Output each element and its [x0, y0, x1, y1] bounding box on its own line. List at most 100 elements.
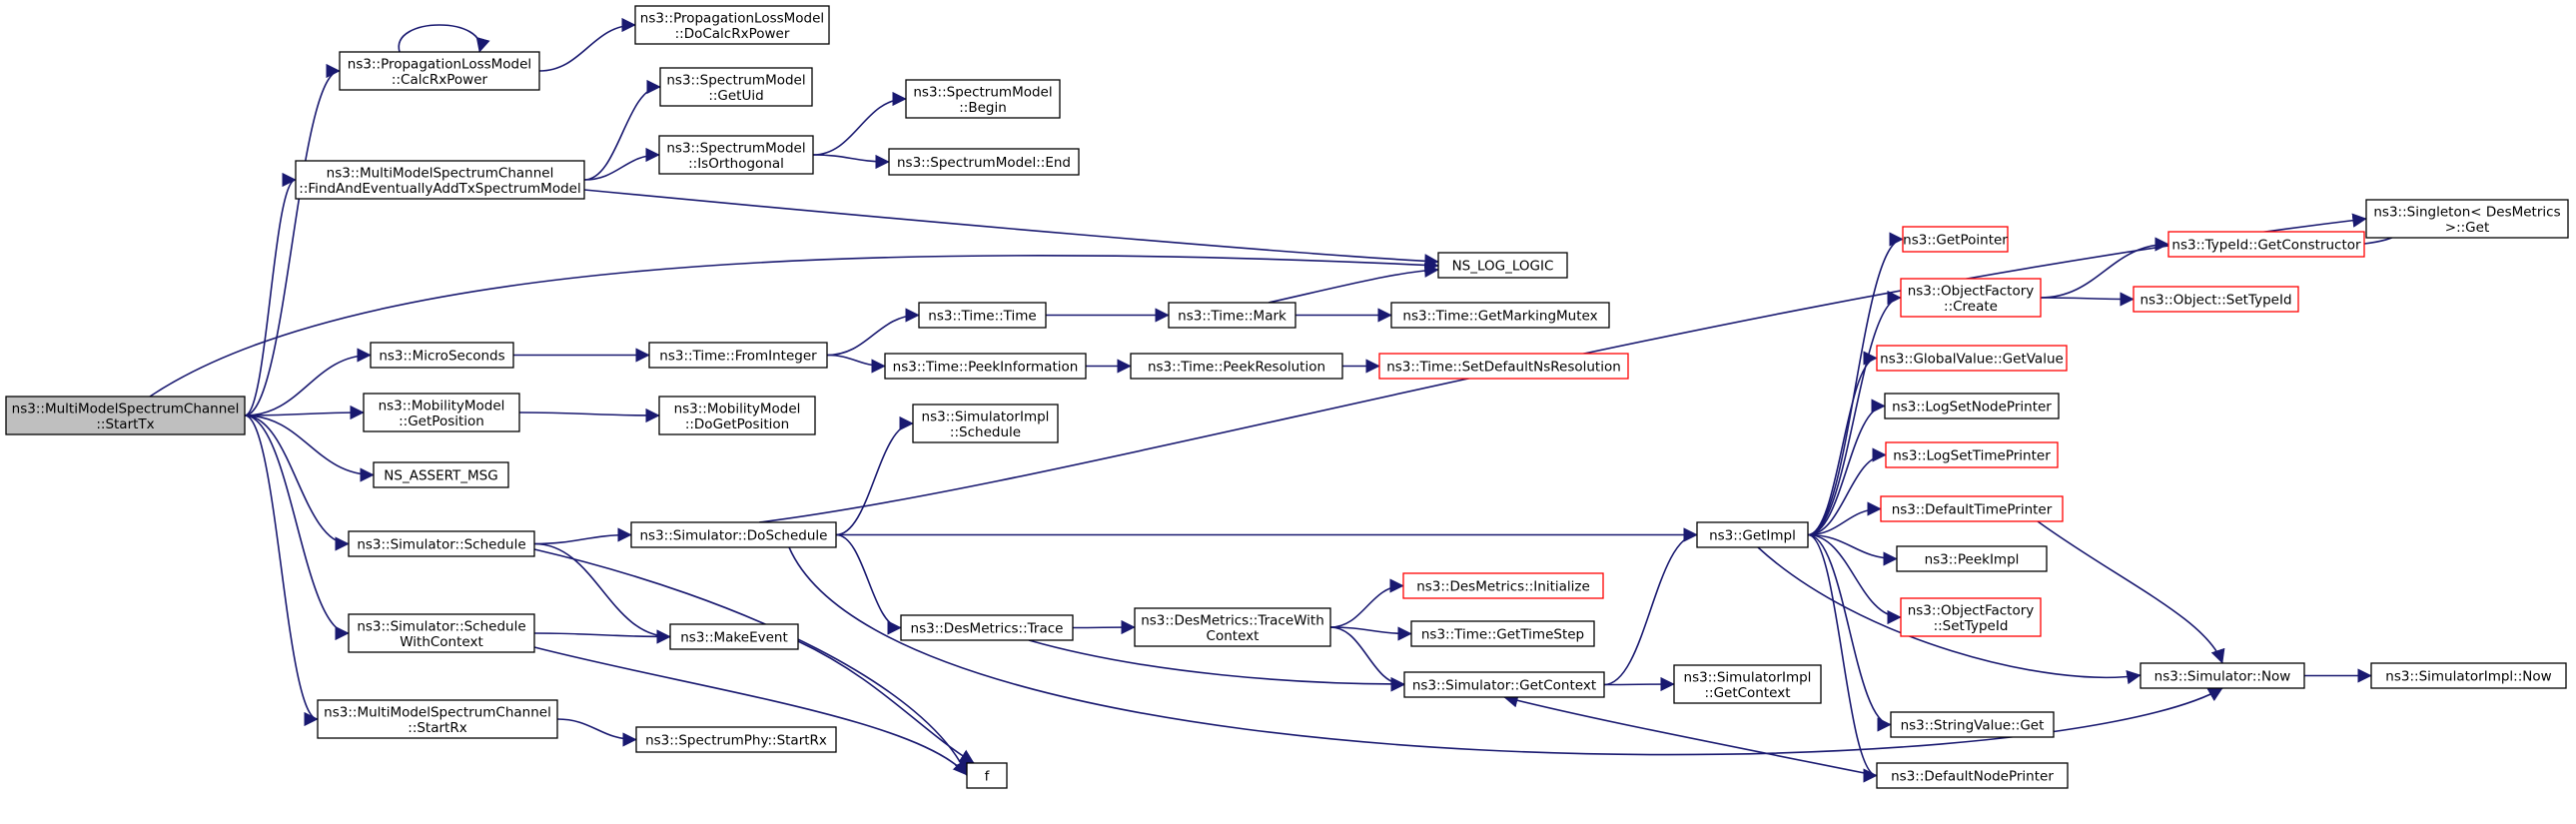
node-label-line: ns3::SpectrumModel::End	[897, 155, 1071, 171]
node-getUid[interactable]: ns3::SpectrumModel::GetUid	[659, 67, 813, 107]
edge-startRx-to-phyStartRx	[556, 718, 637, 747]
node-box	[1402, 572, 1604, 599]
node-label-line: ns3::PeekImpl	[1925, 552, 2020, 568]
node-box	[966, 762, 1008, 789]
node-label-line: ::StartRx	[408, 720, 466, 736]
node-simImplGetCtx[interactable]: ns3::SimulatorImpl::GetContext	[1673, 664, 1822, 704]
node-defNodePrinter[interactable]: ns3::DefaultNodePrinter	[1876, 762, 2069, 789]
node-simNow[interactable]: ns3::Simulator::Now	[2140, 662, 2305, 689]
edge-dmTrace-to-dmTraceCtx	[1072, 619, 1136, 635]
node-box	[669, 623, 799, 650]
node-box	[2370, 662, 2567, 689]
node-objSetTypeId[interactable]: ns3::Object::SetTypeId	[2133, 286, 2299, 313]
node-fNode[interactable]: f	[966, 762, 1008, 789]
node-setDefRes[interactable]: ns3::Time::SetDefaultNsResolution	[1378, 353, 1629, 380]
edge-getImpl-to-getPointer	[1807, 232, 1904, 536]
node-label-line: ns3::MultiModelSpectrumChannel	[327, 165, 554, 181]
node-label-line: ::GetUid	[708, 88, 763, 104]
node-simImplNow[interactable]: ns3::SimulatorImpl::Now	[2370, 662, 2567, 689]
node-smEnd[interactable]: ns3::SpectrumModel::End	[888, 148, 1080, 176]
node-box	[2133, 286, 2299, 313]
node-singletonGet[interactable]: ns3::Singleton< DesMetrics>::Get	[2365, 199, 2569, 239]
node-timeMark[interactable]: ns3::Time::Mark	[1168, 302, 1296, 329]
node-gvGetValue[interactable]: ns3::GlobalValue::GetValue	[1876, 345, 2068, 372]
node-doCalcRx[interactable]: ns3::PropagationLossModel::DoCalcRxPower	[634, 5, 830, 45]
node-logNodePrinter[interactable]: ns3::LogSetNodePrinter	[1884, 393, 2060, 419]
edge-calcRx-to-doCalcRx	[538, 17, 636, 72]
node-nsAssert[interactable]: NS_ASSERT_MSG	[373, 461, 509, 488]
node-box	[370, 342, 514, 369]
node-startRx[interactable]: ns3::MultiModelSpectrumChannel::StartRx	[317, 699, 558, 739]
node-fromInt[interactable]: ns3::Time::FromInteger	[648, 342, 828, 369]
node-label-line: ns3::LogSetTimePrinter	[1893, 448, 2051, 464]
node-label-line: ns3::Time::PeekResolution	[1148, 360, 1325, 376]
node-box	[1896, 545, 2048, 572]
edge-getImpl-to-strGet	[1807, 533, 1892, 732]
node-label-line: ::DoGetPosition	[685, 416, 789, 432]
node-box	[912, 404, 1059, 443]
node-label-line: ns3::Simulator::GetContext	[1412, 678, 1596, 694]
node-label-line: ns3::PropagationLossModel	[348, 56, 531, 72]
node-nsLog[interactable]: NS_LOG_LOGIC	[1437, 252, 1568, 279]
node-micro[interactable]: ns3::MicroSeconds	[370, 342, 514, 369]
edge-timeMark-to-nsLog	[1268, 263, 1439, 304]
node-startTx[interactable]: ns3::MultiModelSpectrumChannel::StartTx	[5, 396, 246, 435]
node-getPointer[interactable]: ns3::GetPointer	[1902, 226, 2009, 253]
node-peekRes[interactable]: ns3::Time::PeekResolution	[1130, 353, 1343, 380]
node-peekInfo[interactable]: ns3::Time::PeekInformation	[884, 353, 1087, 380]
node-defTimePrinter[interactable]: ns3::DefaultTimePrinter	[1880, 495, 2064, 522]
node-label-line: ns3::StringValue::Get	[1901, 718, 2045, 734]
node-smBegin[interactable]: ns3::SpectrumModel::Begin	[905, 79, 1061, 119]
edge-simSched-to-makeEvent	[533, 542, 671, 644]
edge-dmTrace-to-simGetCtx	[1028, 639, 1405, 692]
node-box	[2167, 231, 2365, 258]
node-getImpl[interactable]: ns3::GetImpl	[1696, 521, 1809, 548]
node-findAdd[interactable]: ns3::MultiModelSpectrumChannel::FindAndE…	[295, 160, 585, 200]
node-calcRx[interactable]: ns3::PropagationLossModel::CalcRxPower	[339, 51, 540, 91]
node-simSched[interactable]: ns3::Simulator::Schedule	[348, 530, 535, 557]
edge-dmTraceCtx-to-simGetCtx	[1329, 626, 1405, 692]
node-tidGetCtor[interactable]: ns3::TypeId::GetConstructor	[2167, 231, 2365, 258]
node-timeTime[interactable]: ns3::Time::Time	[918, 302, 1047, 329]
edge-isOrth-to-smBegin	[812, 91, 907, 156]
node-label-line: ns3::MakeEvent	[680, 630, 788, 646]
node-label-line: ns3::SpectrumModel	[666, 140, 805, 156]
edge-startTx-to-startRx	[244, 414, 319, 727]
node-label-line: ns3::LogSetNodePrinter	[1892, 400, 2052, 415]
node-isOrth[interactable]: ns3::SpectrumModel::IsOrthogonal	[658, 135, 814, 175]
node-label-line: ns3::ObjectFactory	[1908, 602, 2035, 618]
node-dmInit[interactable]: ns3::DesMetrics::Initialize	[1402, 572, 1604, 599]
node-box	[634, 5, 830, 45]
node-makeEvent[interactable]: ns3::MakeEvent	[669, 623, 799, 650]
node-getMutex[interactable]: ns3::Time::GetMarkingMutex	[1390, 302, 1610, 329]
node-strGet[interactable]: ns3::StringValue::Get	[1890, 711, 2055, 738]
node-simImplSched[interactable]: ns3::SimulatorImpl::Schedule	[912, 404, 1059, 443]
node-dmTrace[interactable]: ns3::DesMetrics::Trace	[900, 614, 1074, 641]
nodes-layer: ns3::MultiModelSpectrumChannel::StartTxn…	[5, 5, 2569, 789]
node-box	[1885, 441, 2059, 468]
node-doSched[interactable]: ns3::Simulator::DoSchedule	[630, 521, 837, 548]
node-box	[2140, 662, 2305, 689]
node-logTimePrinter[interactable]: ns3::LogSetTimePrinter	[1885, 441, 2059, 468]
node-ofSetTypeId[interactable]: ns3::ObjectFactory::SetTypeId	[1900, 597, 2042, 637]
node-getTimeStep[interactable]: ns3::Time::GetTimeStep	[1410, 620, 1595, 647]
node-mobGetPos[interactable]: ns3::MobilityModel::GetPosition	[363, 393, 520, 432]
edge-dmTraceCtx-to-getTimeStep	[1329, 626, 1412, 641]
edge-getImpl-to-simNow	[1757, 546, 2142, 685]
node-box	[1390, 302, 1610, 329]
node-mobDoGetPos[interactable]: ns3::MobilityModel::DoGetPosition	[658, 396, 816, 435]
node-box	[905, 79, 1061, 119]
node-phyStartRx[interactable]: ns3::SpectrumPhy::StartRx	[635, 726, 837, 753]
node-box	[884, 353, 1087, 380]
node-simGetCtx[interactable]: ns3::Simulator::GetContext	[1403, 671, 1605, 698]
edge-defNodePrinter-to-simGetCtx	[1503, 693, 1878, 777]
node-peekImpl[interactable]: ns3::PeekImpl	[1896, 545, 2048, 572]
node-ofCreate[interactable]: ns3::ObjectFactory::Create	[1900, 278, 2042, 318]
node-label-line: ::SetTypeId	[1934, 618, 2009, 634]
edge-getImpl-to-defTimePrinter	[1807, 501, 1882, 536]
node-label-line: WithContext	[400, 634, 483, 650]
node-box	[1696, 521, 1809, 548]
